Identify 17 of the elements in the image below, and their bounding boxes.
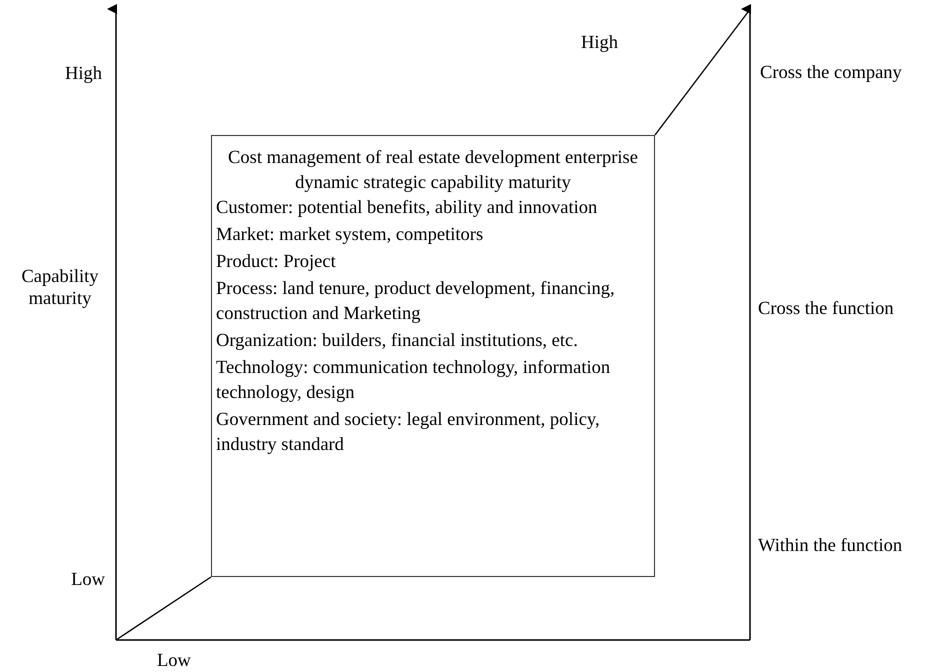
axis-label: Cross the company [760, 62, 902, 84]
axis-label: High [581, 32, 618, 54]
dimension-text: Product: Project [216, 251, 337, 274]
axis-label: Within the function [758, 535, 902, 557]
dimension-text: Organization: builders, financial institutions, etc. [216, 330, 579, 353]
axis-title: Capability maturity [20, 266, 100, 310]
axis-label: High [64, 63, 102, 85]
dimension-text: Market: market system, competitors [216, 224, 484, 247]
dimension-text: Technology: communication technology, information technology, design [216, 357, 612, 405]
box-heading: Cost management of real estate development enterprise dynamic strategic capability maturity [227, 147, 639, 195]
axis-label: Low [70, 569, 105, 591]
axis-label: Low [157, 650, 191, 672]
dimension-text: Government and society: legal environment, policy, industry standard [216, 409, 601, 457]
dimension-text: Process: land tenure, product development, financing, construction and Marketing [216, 278, 616, 326]
dimension-text: Customer: potential benefits, ability and innovation [216, 197, 598, 220]
text-box [211, 135, 655, 577]
axis-label: Cross the function [758, 298, 894, 320]
